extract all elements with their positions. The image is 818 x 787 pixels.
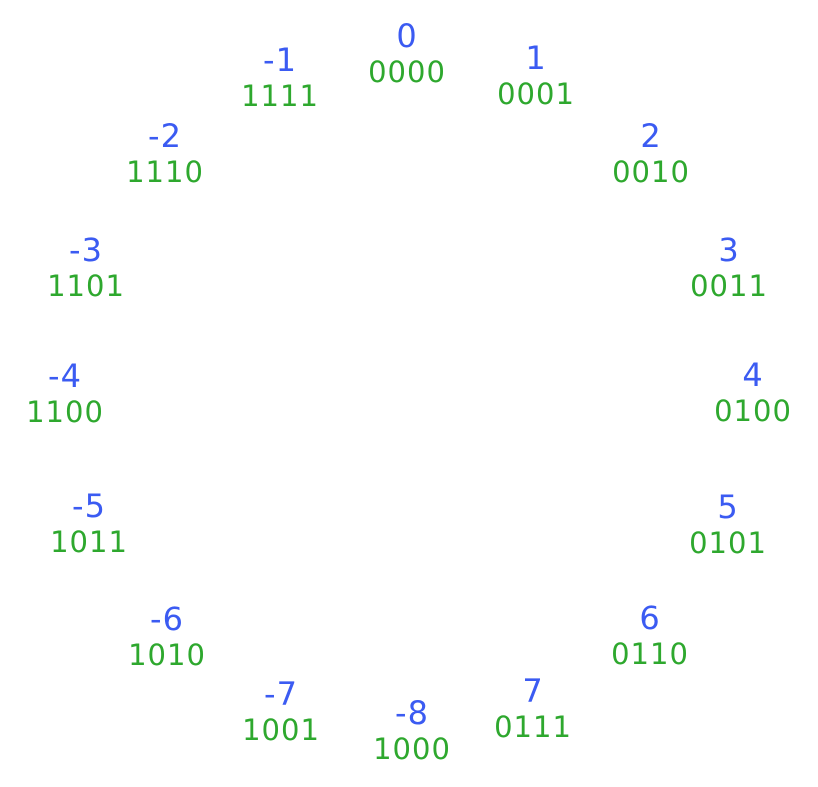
binary-value: 1111 — [241, 79, 319, 113]
binary-value: 1100 — [26, 395, 104, 429]
decimal-value: 5 — [717, 488, 739, 526]
decimal-value: 3 — [718, 231, 740, 269]
binary-value: 1110 — [126, 155, 204, 189]
binary-value: 0100 — [714, 394, 792, 428]
binary-value: 0010 — [612, 155, 690, 189]
binary-value: 0000 — [368, 55, 446, 89]
decimal-value: -5 — [72, 487, 106, 525]
binary-value: 0111 — [494, 710, 572, 744]
decimal-value: -1 — [263, 41, 297, 79]
decimal-value: 6 — [639, 599, 661, 637]
binary-value: 1101 — [47, 269, 125, 303]
decimal-value: -8 — [395, 694, 429, 732]
decimal-value: 7 — [522, 672, 544, 710]
binary-value: 0011 — [690, 269, 768, 303]
binary-value: 1000 — [373, 732, 451, 766]
decimal-value: -6 — [150, 600, 184, 638]
decimal-value: 0 — [396, 17, 418, 55]
decimal-value: -7 — [264, 675, 298, 713]
decimal-value: -2 — [148, 117, 182, 155]
binary-value: 1001 — [242, 713, 320, 747]
decimal-value: -4 — [48, 357, 82, 395]
binary-value: 0101 — [689, 526, 767, 560]
decimal-value: -3 — [69, 231, 103, 269]
decimal-value: 4 — [742, 356, 764, 394]
binary-value: 1011 — [50, 525, 128, 559]
binary-value: 0110 — [611, 637, 689, 671]
decimal-value: 2 — [640, 117, 662, 155]
decimal-value: 1 — [525, 39, 547, 77]
binary-value: 1010 — [128, 638, 206, 672]
binary-value: 0001 — [497, 77, 575, 111]
